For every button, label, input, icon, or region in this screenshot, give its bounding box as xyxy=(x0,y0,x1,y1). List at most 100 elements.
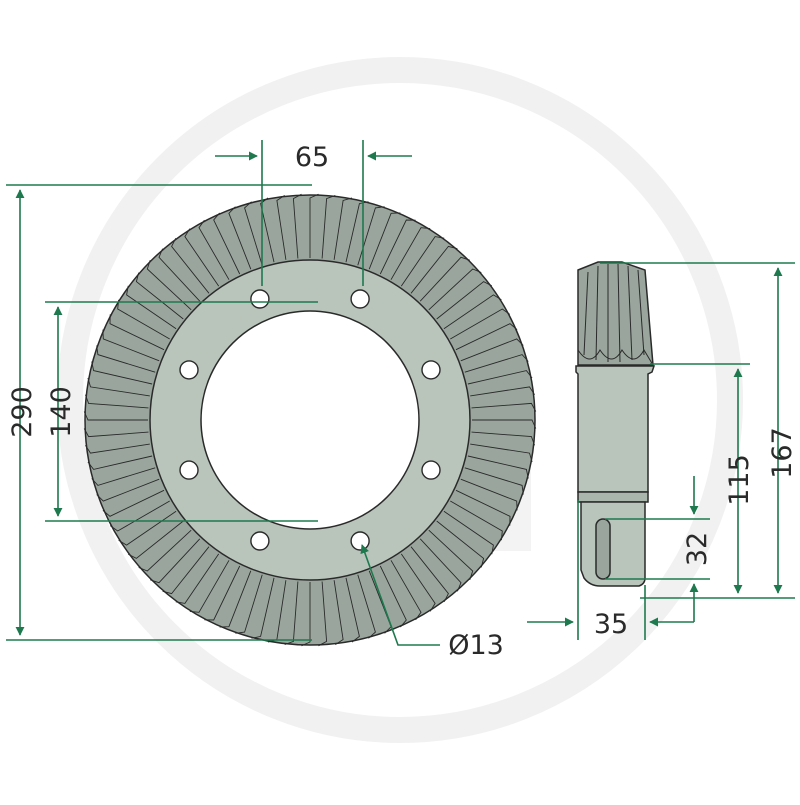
gear-tooth xyxy=(204,565,241,621)
bolt-hole xyxy=(421,360,441,380)
gear-tooth xyxy=(91,361,153,385)
gear-tooth xyxy=(91,467,156,486)
gear-tooth xyxy=(321,194,336,259)
gear-tooth xyxy=(467,370,533,385)
gear-tooth xyxy=(390,560,422,621)
gear-tooth xyxy=(84,394,149,409)
gear-tooth xyxy=(368,212,401,270)
gear-tooth xyxy=(213,212,241,275)
gear-tooth xyxy=(276,195,287,260)
gear-tooth xyxy=(109,314,165,351)
gear-tooth xyxy=(464,467,524,495)
bolt-hole xyxy=(421,460,441,480)
gear-tooth xyxy=(467,455,529,479)
gear-tooth xyxy=(460,338,524,362)
pinion-teeth-body xyxy=(577,261,654,366)
gear-tooth xyxy=(146,260,192,311)
gear-tooth xyxy=(118,510,177,546)
gear-tooth xyxy=(87,455,153,470)
gear-tooth xyxy=(87,377,150,397)
keyway-slot xyxy=(595,518,611,580)
gear-tooth xyxy=(109,500,170,532)
gear-tooth xyxy=(260,197,275,263)
gear-tooth xyxy=(301,582,311,647)
gear-tooth xyxy=(443,294,502,330)
gear-tooth xyxy=(292,193,302,259)
pinion-shaft-body xyxy=(575,365,656,493)
gear-tooth xyxy=(471,402,537,412)
gear-tooth xyxy=(410,245,458,294)
gear-tooth xyxy=(102,489,165,517)
gear-tooth xyxy=(450,308,511,340)
gear-tooth xyxy=(471,431,536,446)
gear-tooth xyxy=(96,478,160,502)
keyway-length-label: 32 xyxy=(682,532,713,566)
gear-tooth xyxy=(436,281,493,320)
gear-tooth xyxy=(171,237,210,294)
hole-diameter-label: Ø13 xyxy=(448,630,504,661)
pinion-teeth-lines xyxy=(577,263,654,366)
gear-tooth xyxy=(175,553,220,604)
gear-tooth xyxy=(83,411,148,421)
gear-tooth xyxy=(345,201,369,263)
gear-tooth xyxy=(318,581,328,647)
gear-tooth xyxy=(390,227,431,280)
gear-tooth xyxy=(96,345,156,373)
gear-tooth xyxy=(472,419,537,429)
pinion-shaft-collar xyxy=(577,491,649,503)
gear-tooth xyxy=(333,580,344,645)
gear-tooth xyxy=(443,510,494,555)
gear-tooth xyxy=(219,570,252,628)
leader-line-hole-diameter xyxy=(360,544,440,646)
dimension-lines xyxy=(6,140,795,646)
pinion-shaft-end xyxy=(580,501,646,587)
gear-tooth xyxy=(158,248,201,302)
bolt-hole xyxy=(179,360,199,380)
gear-tooth xyxy=(345,577,360,643)
bolt-hole xyxy=(350,531,370,551)
gear-tooth xyxy=(284,581,299,646)
bolt-hole xyxy=(179,460,199,480)
gear-tooth xyxy=(470,386,535,397)
bolt-hole xyxy=(250,289,270,309)
gear-tooth xyxy=(464,354,529,373)
gear-tooth xyxy=(400,236,445,287)
gear-tooth xyxy=(251,577,275,639)
gear-tooth xyxy=(117,299,170,340)
gear-tooth xyxy=(198,219,230,280)
gear-tooth xyxy=(470,443,533,463)
gear-tooth xyxy=(455,323,518,351)
gear-tooth xyxy=(83,428,149,438)
gear-tooth xyxy=(309,193,319,258)
gear-tooth xyxy=(102,329,160,362)
gear-tooth xyxy=(244,201,263,266)
gear-tooth xyxy=(126,285,177,330)
bolt-hole xyxy=(250,531,270,551)
gear-tooth xyxy=(400,553,436,612)
gear-tooth xyxy=(419,538,462,592)
shaft-diameter-label: 35 xyxy=(594,609,628,640)
gear-tooth xyxy=(228,206,252,270)
ring-gear xyxy=(83,193,537,647)
bore-diameter-label: 140 xyxy=(46,386,77,438)
gear-tooth xyxy=(357,574,376,639)
gear-tooth xyxy=(150,538,201,584)
gear-tooth xyxy=(410,546,449,603)
total-length-label: 167 xyxy=(767,427,798,479)
bolt-hole xyxy=(350,289,370,309)
shaft-length-label: 115 xyxy=(724,454,755,506)
gear-tooth xyxy=(184,228,220,287)
hole-spacing-label: 65 xyxy=(295,142,329,173)
gear-tooth xyxy=(333,197,353,260)
gear-tooth xyxy=(379,219,416,275)
gear-tooth xyxy=(138,529,192,572)
gear-tooth xyxy=(379,565,407,628)
gear-tooth xyxy=(460,478,518,511)
gear-tooth xyxy=(428,529,474,580)
gear-tooth xyxy=(428,268,482,311)
gear-tooth xyxy=(436,520,485,568)
gear-tooth xyxy=(189,560,230,613)
outer-diameter-label: 290 xyxy=(7,386,38,438)
gear-tooth xyxy=(162,546,210,595)
